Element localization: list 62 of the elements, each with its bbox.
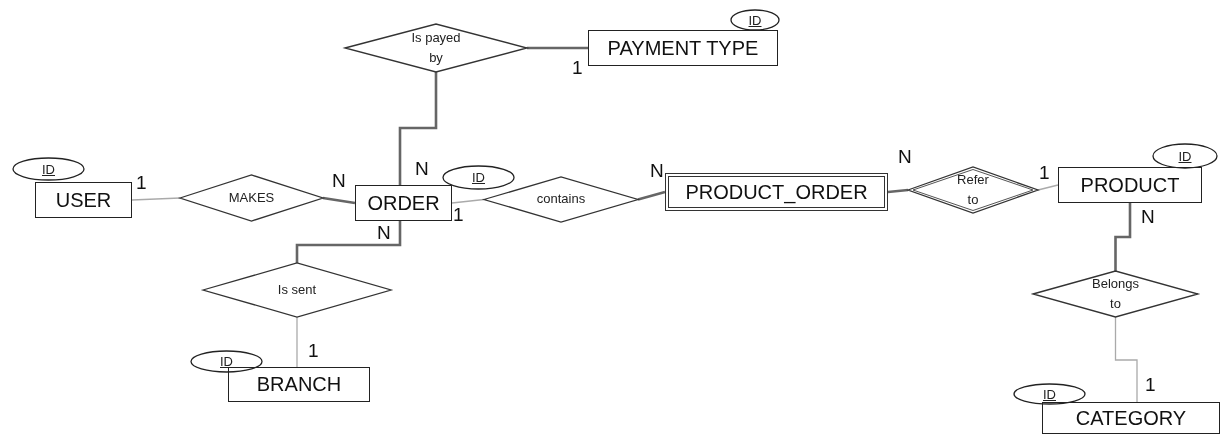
weak-entity-box <box>665 173 888 211</box>
connector-line <box>1114 316 1138 403</box>
key-attribute-ellipse <box>1013 383 1086 405</box>
relationship-diamond <box>484 177 638 222</box>
relationship-diamond <box>1033 271 1198 317</box>
entity-box <box>1042 402 1220 434</box>
connector-line <box>887 188 909 194</box>
entity-box <box>1058 167 1202 203</box>
connector-line <box>1114 203 1132 271</box>
cardinality-label: N <box>650 160 664 182</box>
relationship-diamond <box>203 263 391 317</box>
entity-box <box>355 185 452 221</box>
connector-line <box>296 316 298 368</box>
cardinality-label: 1 <box>136 172 147 194</box>
connector-line <box>131 197 181 201</box>
relationship-diamond <box>345 24 527 72</box>
relationship-label: Refer to <box>956 170 990 209</box>
entity-name: PRODUCT_ORDER <box>685 180 868 204</box>
key-attribute-ellipse <box>12 157 85 181</box>
cardinality-label: 1 <box>1039 162 1050 184</box>
cardinality-label: 1 <box>308 340 319 362</box>
connector-line <box>637 190 666 201</box>
entity-name: ORDER <box>367 191 440 215</box>
key-attribute-ellipse <box>1152 143 1218 169</box>
entity-name: BRANCH <box>256 373 342 396</box>
key-attribute-ellipse <box>190 350 263 373</box>
connector-line <box>1037 184 1059 191</box>
entity-name: PRODUCT <box>1080 173 1180 197</box>
connector-line <box>451 198 485 204</box>
cardinality-label: N <box>415 158 429 180</box>
entity-box <box>35 182 132 218</box>
relationship-label: MAKES <box>228 188 275 207</box>
relationship-diamond <box>180 175 323 221</box>
relationship-label: Belongs to <box>1091 274 1140 313</box>
connector-line <box>527 46 588 50</box>
cardinality-label: 1 <box>1145 374 1156 396</box>
cardinality-label: N <box>1141 206 1155 228</box>
key-attribute-label: ID <box>748 12 762 28</box>
cardinality-label: N <box>898 146 912 168</box>
key-attribute-label: ID <box>1178 148 1192 164</box>
entity-name: USER <box>55 188 112 212</box>
key-attribute-ellipse <box>442 165 515 190</box>
key-attribute-label: ID <box>42 161 55 177</box>
entity-name: CATEGORY <box>1075 406 1187 430</box>
cardinality-label: 1 <box>453 204 464 226</box>
relationship-label: Is sent <box>277 280 317 299</box>
entity-box <box>588 30 778 66</box>
cardinality-label: 1 <box>572 57 583 79</box>
weak-relationship-diamond <box>908 167 1038 213</box>
relationship-label: contains <box>536 190 586 209</box>
key-attribute-label: ID <box>1043 386 1056 402</box>
key-attribute-ellipse <box>730 9 780 31</box>
cardinality-label: N <box>377 222 391 244</box>
entity-name: PAYMENT TYPE <box>607 36 759 60</box>
relationship-label: Is payed by <box>410 28 462 67</box>
cardinality-label: N <box>332 170 346 192</box>
entity-box <box>228 367 370 402</box>
connector-line <box>398 72 438 185</box>
connector-line <box>322 196 356 205</box>
key-attribute-label: ID <box>472 170 485 185</box>
connector-line <box>295 221 402 263</box>
key-attribute-label: ID <box>220 354 233 369</box>
